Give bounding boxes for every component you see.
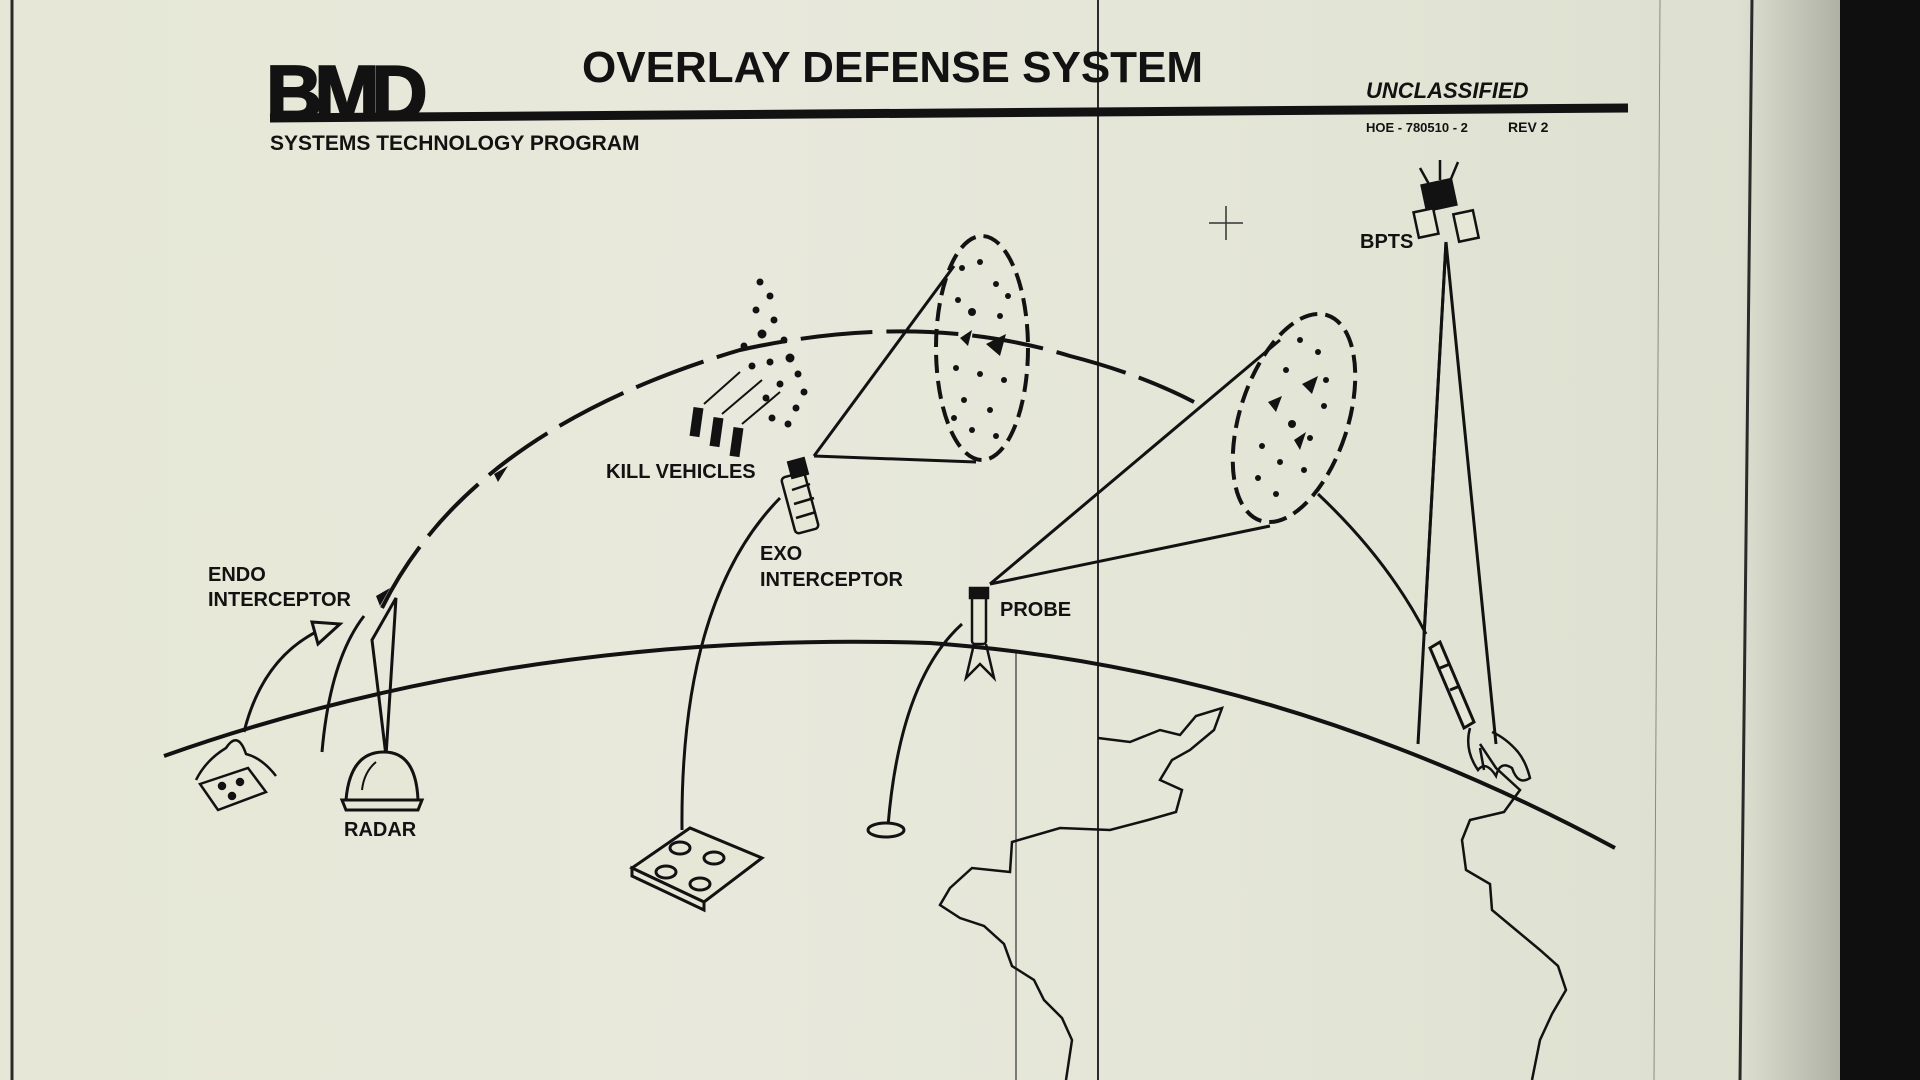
sensor-cone-upper <box>812 265 956 457</box>
bpts-beam-center <box>1422 241 1448 637</box>
radar-beam-left <box>320 615 366 753</box>
bmd-logo: BMD <box>266 49 425 137</box>
probe-cone-lower <box>989 524 1271 586</box>
earth-horizon <box>163 639 1616 850</box>
endo-interceptor-label-1: ENDO <box>208 564 266 586</box>
threat-cloud-2 <box>1230 311 1358 525</box>
probe-cone-upper <box>989 338 1281 586</box>
revision: REV 2 <box>1508 119 1549 135</box>
threat-cloud-2-objects <box>1255 337 1329 497</box>
radar-label: RADAR <box>344 819 417 841</box>
threat-rv-1 <box>494 466 508 482</box>
crosshair-icon <box>1209 206 1243 240</box>
exo-interceptor-label-1: EXO <box>760 543 802 565</box>
bpts-satellite-icon <box>1412 160 1481 244</box>
coastline-east <box>1460 743 1568 1080</box>
endo-flyout-arc <box>242 630 317 733</box>
endo-interceptor-label-2: INTERCEPTOR <box>208 589 352 611</box>
doc-number: HOE - 780510 - 2 <box>1366 120 1468 135</box>
endo-interceptor-icon <box>309 620 344 647</box>
endo-launch-site-icon <box>194 739 277 812</box>
sensor-cone-lower <box>813 454 977 464</box>
sheet-shadow <box>1740 0 1840 1080</box>
threat-cloud-1 <box>934 234 1030 462</box>
icbm-trail-arc <box>1316 492 1428 635</box>
threat-trajectory <box>380 329 1195 609</box>
probe-launch-site-icon <box>866 821 906 839</box>
exo-launch-site-icon <box>629 826 765 913</box>
page-title: OVERLAY DEFENSE SYSTEM <box>582 43 1203 92</box>
exo-interceptor-label-2: INTERCEPTOR <box>760 569 904 591</box>
right-edge-faint <box>1653 0 1661 1080</box>
right-border-line <box>1738 0 1754 1080</box>
threat-cloud-1-objects <box>951 259 1011 439</box>
threat-rv-2 <box>376 588 390 606</box>
kill-vehicles-label: KILL VEHICLES <box>606 461 756 483</box>
bpts-beam-right <box>1444 241 1498 745</box>
program-subtitle: SYSTEMS TECHNOLOGY PROGRAM <box>270 132 639 155</box>
radar-beam <box>370 597 398 757</box>
kill-vehicles-cluster <box>689 278 808 458</box>
document-sheet <box>0 0 1840 1080</box>
exo-flyout-arc <box>680 496 782 831</box>
probe-label: PROBE <box>1000 599 1071 621</box>
probe-icon <box>963 586 997 682</box>
coastline <box>938 706 1225 1080</box>
radar-dome-icon <box>339 750 425 812</box>
classification-marking: UNCLASSIFIED <box>1366 78 1529 103</box>
probe-flyout-arc <box>886 622 964 827</box>
icbm-missile-icon <box>1428 639 1476 731</box>
exo-interceptor-icon <box>780 456 820 535</box>
header-rule <box>269 103 1629 123</box>
bpts-label: BPTS <box>1360 231 1413 253</box>
icbm-launch-plume <box>1467 727 1532 782</box>
